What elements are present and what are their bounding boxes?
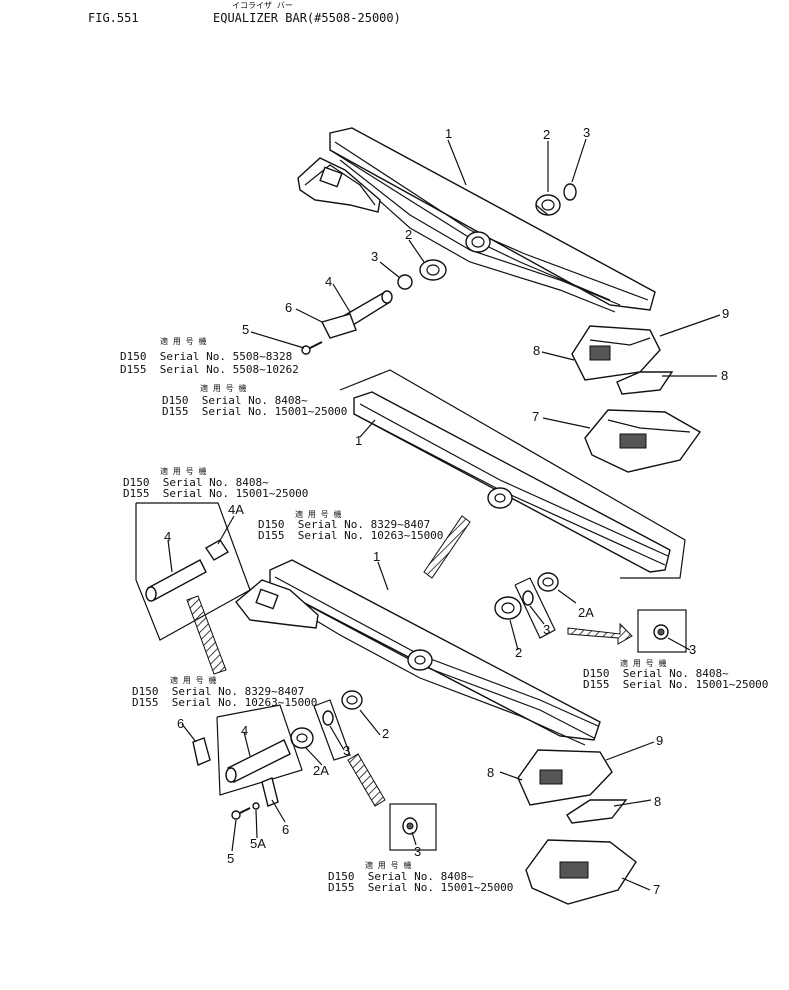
callout-6: 6 xyxy=(285,300,293,315)
callout-3: 3 xyxy=(343,743,351,758)
seal-detail-right xyxy=(653,624,669,640)
callout-3: 3 xyxy=(689,642,697,657)
callout-4: 4 xyxy=(325,274,333,289)
inset-seal-right xyxy=(514,577,556,639)
seal-3-right xyxy=(522,590,534,606)
guard-7-lower xyxy=(525,839,637,905)
guard-7-top xyxy=(584,409,702,473)
seal-detail-lower xyxy=(402,817,418,835)
applicability-label-2: 適 用 号 機 xyxy=(200,384,247,393)
callout-2: 2 xyxy=(543,127,551,142)
applicability-label-5: 適 用 号 機 xyxy=(620,659,667,668)
callout-7: 7 xyxy=(653,882,661,897)
equalizer-bar-mid xyxy=(353,391,671,573)
applicability-label-3: 適 用 号 機 xyxy=(160,467,207,476)
plate-6-top xyxy=(320,313,357,339)
arrow-right xyxy=(567,622,633,645)
callout-2A: 2A xyxy=(578,605,594,620)
callout-4: 4 xyxy=(164,529,172,544)
arrow-mid-up xyxy=(423,515,471,579)
seal-3-lower xyxy=(322,710,334,726)
applicability-label-7: 適 用 号 機 xyxy=(365,861,412,870)
callout-8: 8 xyxy=(721,368,729,383)
serial-block-1-line-1: D150 Serial No. 5508~8328 xyxy=(120,350,293,363)
callout-3: 3 xyxy=(583,125,591,140)
callout-8: 8 xyxy=(487,765,495,780)
serial-block-4-line-1: D150 Serial No. 8329~8407 xyxy=(258,518,431,531)
bushing-2-right xyxy=(494,596,522,620)
bolt-5-top xyxy=(301,341,323,355)
serial-block-7-line-1: D150 Serial No. 8408~ xyxy=(328,870,474,883)
plate-6-lower-b xyxy=(261,777,279,807)
callout-5: 5 xyxy=(242,322,250,337)
callout-9: 9 xyxy=(722,306,730,321)
callout-3: 3 xyxy=(543,622,551,637)
bushing-2-top xyxy=(535,194,561,216)
washer-5A xyxy=(252,802,260,810)
callout-5A: 5A xyxy=(250,836,266,851)
callout-8: 8 xyxy=(654,794,662,809)
callout-2: 2 xyxy=(382,726,390,741)
arrow-left-up xyxy=(186,595,227,675)
callout-8: 8 xyxy=(533,343,541,358)
applicability-label-6: 適 用 号 機 xyxy=(170,676,217,685)
guard-9-top xyxy=(571,325,661,381)
serial-block-3-line-2: D155 Serial No. 15001~25000 xyxy=(123,487,309,500)
callout-1: 1 xyxy=(373,549,381,564)
equalizer-bar-lower xyxy=(235,559,601,746)
callout-4: 4 xyxy=(241,723,249,738)
guard-8-top xyxy=(616,371,674,395)
leader-lines xyxy=(167,138,721,891)
callout-1: 1 xyxy=(355,433,363,448)
callout-7: 7 xyxy=(532,409,540,424)
title-japanese: イコライザ バー xyxy=(232,1,293,10)
serial-block-7-line-2: D155 Serial No. 15001~25000 xyxy=(328,881,514,894)
figure-label: FIG.551 xyxy=(88,11,139,25)
bushing-2-lower xyxy=(341,690,363,710)
pin-4-left xyxy=(145,559,207,602)
callout-5: 5 xyxy=(227,851,235,866)
inset-frame-mid xyxy=(339,369,686,579)
serial-block-3-line-1: D150 Serial No. 8408~ xyxy=(123,476,269,489)
guard-8-lower xyxy=(566,799,628,824)
bolt-5-lower xyxy=(231,807,251,820)
diagram-title: EQUALIZER BAR(#5508-25000) xyxy=(213,11,401,25)
serial-block-2-line-1: D150 Serial No. 8408~ xyxy=(162,394,308,407)
serial-block-1-line-2: D155 Serial No. 5508~10262 xyxy=(120,363,299,376)
detail-box-right xyxy=(637,609,687,653)
callout-2: 2 xyxy=(405,227,413,242)
inset-seal-lower xyxy=(313,699,351,761)
serial-block-2-line-2: D155 Serial No. 15001~25000 xyxy=(162,405,348,418)
serial-block-6-line-1: D150 Serial No. 8329~8407 xyxy=(132,685,305,698)
callout-3: 3 xyxy=(414,844,422,859)
seal-3-mid xyxy=(397,274,413,290)
bushing-2A-lower xyxy=(290,727,314,749)
pin-4-lower xyxy=(225,739,291,783)
callout-6: 6 xyxy=(177,716,185,731)
seal-3-top xyxy=(563,183,577,201)
applicability-label-4: 適 用 号 機 xyxy=(295,510,342,519)
equalizer-bar-top xyxy=(297,127,656,313)
grease-fitting-4A xyxy=(205,539,229,561)
callout-4A: 4A xyxy=(228,502,244,517)
bushing-2A-right xyxy=(537,572,559,592)
inset-frame-lower-left xyxy=(216,704,303,796)
arrow-down xyxy=(347,753,386,807)
plate-6-lower-a xyxy=(192,737,211,766)
guard-9-lower xyxy=(517,749,613,806)
serial-block-5-line-1: D150 Serial No. 8408~ xyxy=(583,667,729,680)
callout-6: 6 xyxy=(282,822,290,837)
callout-2: 2 xyxy=(515,645,523,660)
bushing-2-mid xyxy=(419,259,447,281)
applicability-label-1: 適 用 号 機 xyxy=(160,337,207,346)
serial-block-5-line-2: D155 Serial No. 15001~25000 xyxy=(583,678,769,691)
callout-3: 3 xyxy=(371,249,379,264)
serial-block-4-line-2: D155 Serial No. 10263~15000 xyxy=(258,529,444,542)
callout-1: 1 xyxy=(445,126,453,141)
callout-2A: 2A xyxy=(313,763,329,778)
serial-block-6-line-2: D155 Serial No. 10263~15000 xyxy=(132,696,318,709)
detail-box-lower xyxy=(389,803,437,851)
callout-9: 9 xyxy=(656,733,664,748)
